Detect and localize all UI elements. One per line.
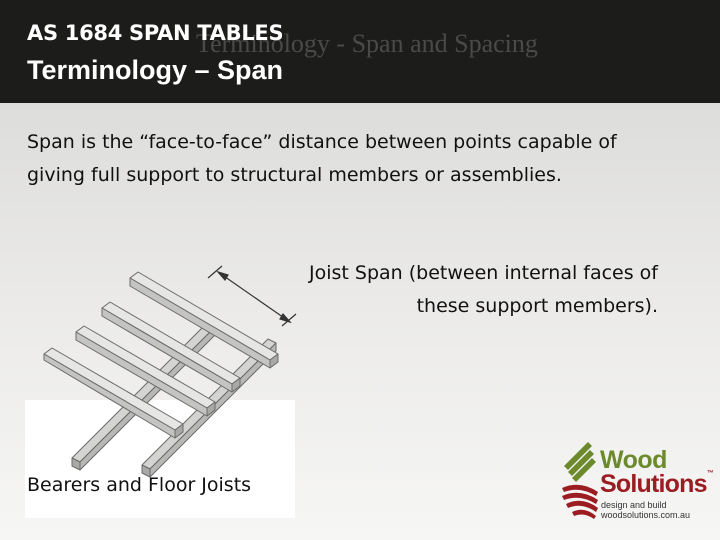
logo-tagline-2: woodsolutions.com.au [601, 510, 691, 520]
woodsolutions-leaf-icon [562, 442, 598, 519]
bearer-left-end [71, 457, 81, 471]
slide-title-line1: AS 1684 SPAN TABLES [27, 21, 284, 45]
joist-span-label-line1: Joist Span (between internal faces of [308, 262, 658, 284]
ghost-title: Terminology - Span and Spacing [196, 29, 538, 58]
joist-span-label-line2: these support members). [416, 295, 658, 317]
logo-solutions-text: Solutions [600, 470, 707, 498]
slide-title-line2: Terminology – Span [27, 55, 284, 85]
bearers-joists-illustration [43, 265, 297, 478]
joist-3 [75, 325, 216, 417]
bearer-right-end [141, 464, 151, 478]
joist-2 [101, 301, 241, 393]
title-bar: Terminology - Span and Spacing AS 1684 S… [0, 0, 720, 103]
joist-1 [129, 271, 279, 369]
illustration-caption: Bearers and Floor Joists [27, 474, 252, 496]
span-dimension-arrow [207, 265, 297, 327]
joist-span-label: Joist Span (between internal faces of the… [190, 257, 658, 323]
span-definition: Span is the “face-to-face” distance betw… [27, 131, 617, 186]
joist-4 [43, 347, 184, 439]
logo-word-wood: Wood [600, 446, 667, 474]
logo-word-solutions: Solutions™ [600, 470, 714, 499]
logo-trademark: ™ [706, 470, 714, 477]
logo-tagline-1: design and build [601, 500, 667, 510]
